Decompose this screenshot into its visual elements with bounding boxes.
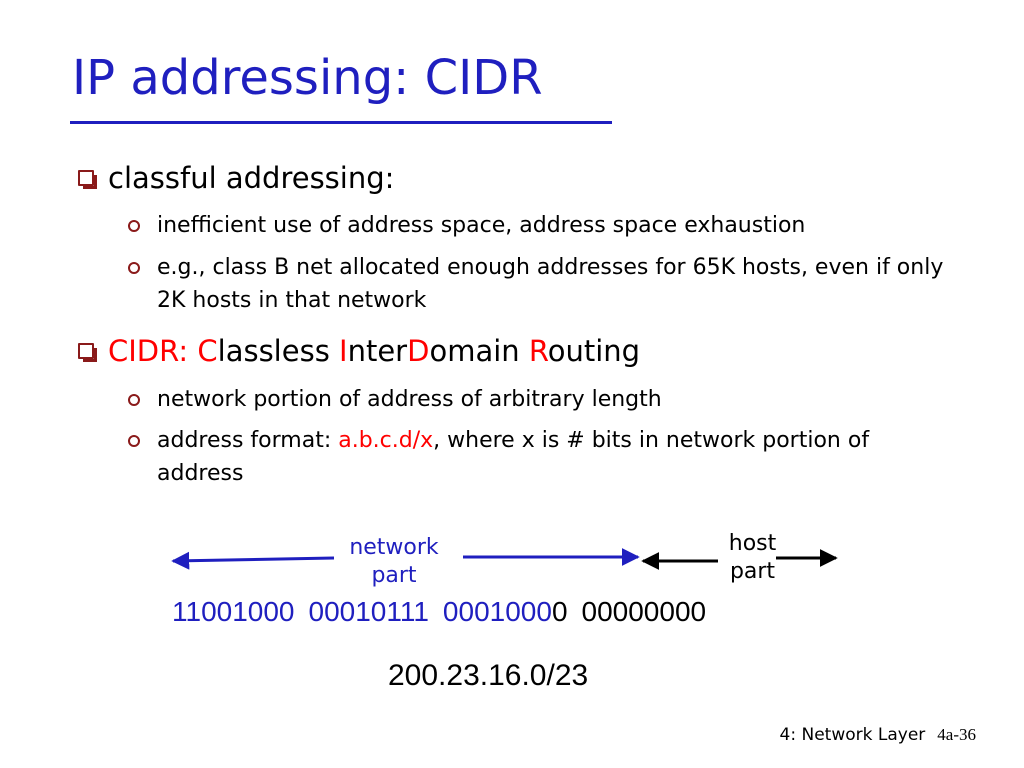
footer-page-number: 4a-36: [937, 725, 976, 744]
host-label-line1: host: [728, 531, 777, 556]
cidr-word-domain: omain: [429, 334, 529, 368]
cidr-letter-c: C: [197, 334, 218, 368]
format-highlight: a.b.c.d/x: [338, 428, 434, 453]
cidr-word-inter: nter: [347, 334, 408, 368]
sub-bullet-format-text: address format: a.b.c.d/x, where x is # …: [157, 424, 918, 490]
network-left-arrow: [171, 551, 335, 570]
cidr-letter-i: I: [339, 334, 348, 368]
square-bullet-icon: [78, 343, 97, 362]
octet-3-host-bit: 0: [551, 596, 568, 627]
sub-bullet-arbitrary: network portion of address of arbitrary …: [128, 383, 958, 416]
sub-bullet-format: address format: a.b.c.d/x, where x is # …: [128, 424, 918, 490]
slide-footer: 4: Network Layer 4a-36: [780, 724, 976, 746]
bullet-classful: classful addressing:: [78, 161, 394, 195]
octet-2: 00010111: [308, 596, 429, 627]
square-bullet-icon: [78, 170, 97, 189]
circle-bullet-icon: [128, 394, 140, 406]
cidr-prefix: CIDR:: [108, 334, 198, 368]
circle-bullet-icon: [128, 262, 140, 274]
octet-3-network-bits: 0001000: [442, 596, 552, 627]
format-after: , where x is # bits in network portion o…: [157, 428, 870, 486]
cidr-word-routing: outing: [547, 334, 641, 368]
octet-4: 00000000: [581, 596, 707, 627]
title-underline: [70, 121, 612, 124]
format-before: address format:: [157, 428, 339, 453]
bullet-cidr: CIDR: Classless InterDomain Routing: [78, 334, 640, 368]
cidr-letter-d: D: [407, 334, 430, 368]
sub-bullet-arbitrary-text: network portion of address of arbitrary …: [157, 387, 662, 412]
network-label-line2: part: [371, 563, 417, 588]
network-part-label: network part: [340, 534, 448, 590]
sub-bullet-example-text: e.g., class B net allocated enough addre…: [157, 255, 944, 313]
sub-bullet-inefficient: inefficient use of address space, addres…: [128, 209, 958, 242]
sub-bullet-inefficient-text: inefficient use of address space, addres…: [157, 213, 806, 238]
sub-bullet-example: e.g., class B net allocated enough addre…: [128, 251, 958, 317]
host-part-label: host part: [715, 530, 790, 586]
bullet-classful-text: classful addressing:: [108, 161, 395, 195]
cidr-letter-r: R: [528, 334, 548, 368]
cidr-word-classless: lassless: [217, 334, 340, 368]
network-label-line1: network: [349, 535, 439, 560]
circle-bullet-icon: [128, 435, 140, 447]
footer-chapter: 4: Network Layer: [779, 725, 926, 745]
octet-1: 11001000: [172, 596, 295, 627]
host-label-line2: part: [729, 559, 776, 584]
dotted-decimal-address: 200.23.16.0/23: [388, 659, 589, 692]
slide-title: IP addressing: CIDR: [72, 50, 543, 106]
circle-bullet-icon: [128, 220, 140, 232]
